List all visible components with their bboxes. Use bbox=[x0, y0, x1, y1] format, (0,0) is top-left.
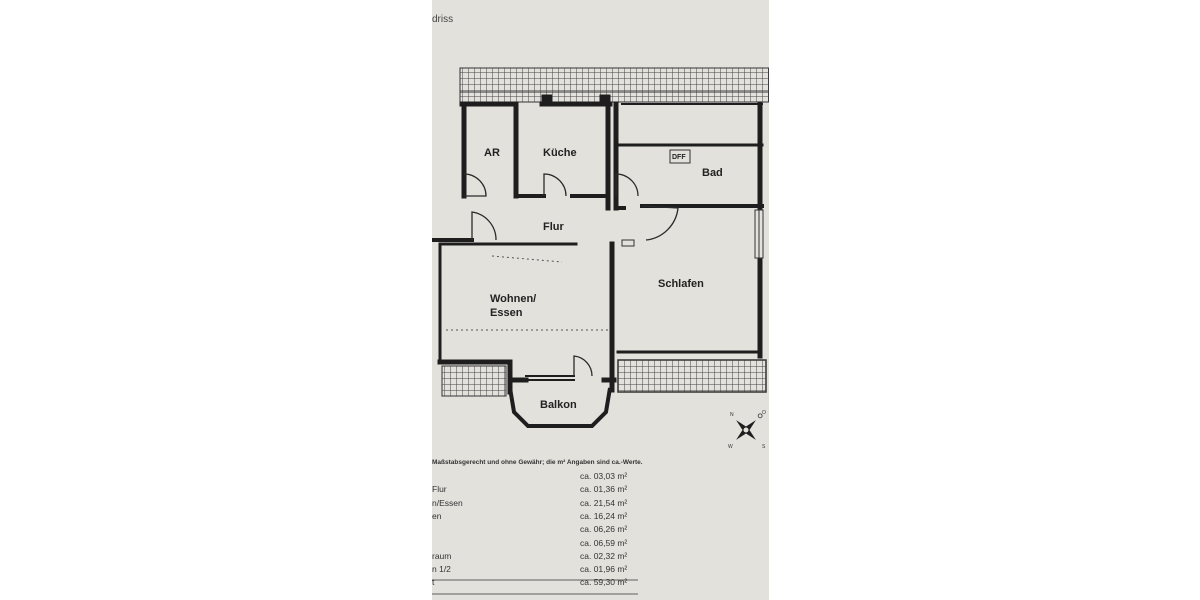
room-label-schlafen: Schlafen bbox=[658, 278, 704, 290]
area-row-value: ca. 59,30 m² bbox=[580, 577, 628, 588]
compass-icon bbox=[736, 413, 763, 440]
area-row-value: ca. 21,54 m² bbox=[580, 497, 628, 508]
room-label-ar: AR bbox=[484, 147, 500, 159]
floor-plan-document: driss bbox=[432, 0, 769, 600]
area-row-value: ca. 16,24 m² bbox=[580, 510, 628, 521]
terrace-hatch-right bbox=[617, 359, 767, 393]
living-dotted-lines bbox=[446, 255, 608, 331]
vent-fixture bbox=[621, 239, 635, 247]
room-label-essen: Essen bbox=[490, 307, 523, 319]
compass-o: O bbox=[762, 410, 766, 416]
balcony-hatch-left bbox=[441, 365, 507, 397]
balcony-bay bbox=[508, 387, 612, 428]
room-label-kueche: Küche bbox=[543, 147, 577, 159]
area-row-value: ca. 01,96 m² bbox=[580, 564, 628, 575]
area-row-value: ca. 02,32 m² bbox=[580, 550, 628, 561]
area-row-label: raum bbox=[432, 550, 452, 561]
door-swings bbox=[463, 173, 679, 377]
room-label-balkon: Balkon bbox=[540, 399, 577, 411]
area-row-label: Flur bbox=[432, 484, 447, 495]
compass-w: W bbox=[728, 444, 733, 450]
area-row-value: ca. 01,36 m² bbox=[580, 484, 628, 495]
compass-s: S bbox=[762, 444, 766, 450]
roof-hatch-top bbox=[459, 67, 769, 103]
room-label-flur: Flur bbox=[543, 221, 564, 233]
compass-n: N bbox=[730, 412, 734, 418]
document-title: driss bbox=[432, 14, 454, 25]
dff-box bbox=[669, 149, 691, 164]
area-row-value: ca. 06,26 m² bbox=[580, 524, 628, 535]
walls bbox=[432, 94, 764, 395]
disclaimer: Maßstabsgerecht und ohne Gewähr; die m² … bbox=[432, 459, 643, 466]
area-row-label: t bbox=[432, 577, 435, 588]
room-label-bad: Bad bbox=[702, 167, 723, 179]
area-row-label: en bbox=[432, 510, 442, 521]
label-dff: DFF bbox=[672, 154, 686, 161]
area-row-value: ca. 03,03 m² bbox=[580, 471, 628, 481]
right-window bbox=[754, 209, 764, 259]
area-row-label: n/Essen bbox=[432, 497, 463, 508]
floor-plan-drawing: AR Küche DFF Bad Flur Wohnen/ Essen Schl… bbox=[432, 67, 769, 595]
area-row-label: n 1/2 bbox=[432, 564, 451, 575]
area-row-value: ca. 06,59 m² bbox=[580, 537, 628, 548]
room-label-wohnen: Wohnen/ bbox=[490, 293, 536, 305]
